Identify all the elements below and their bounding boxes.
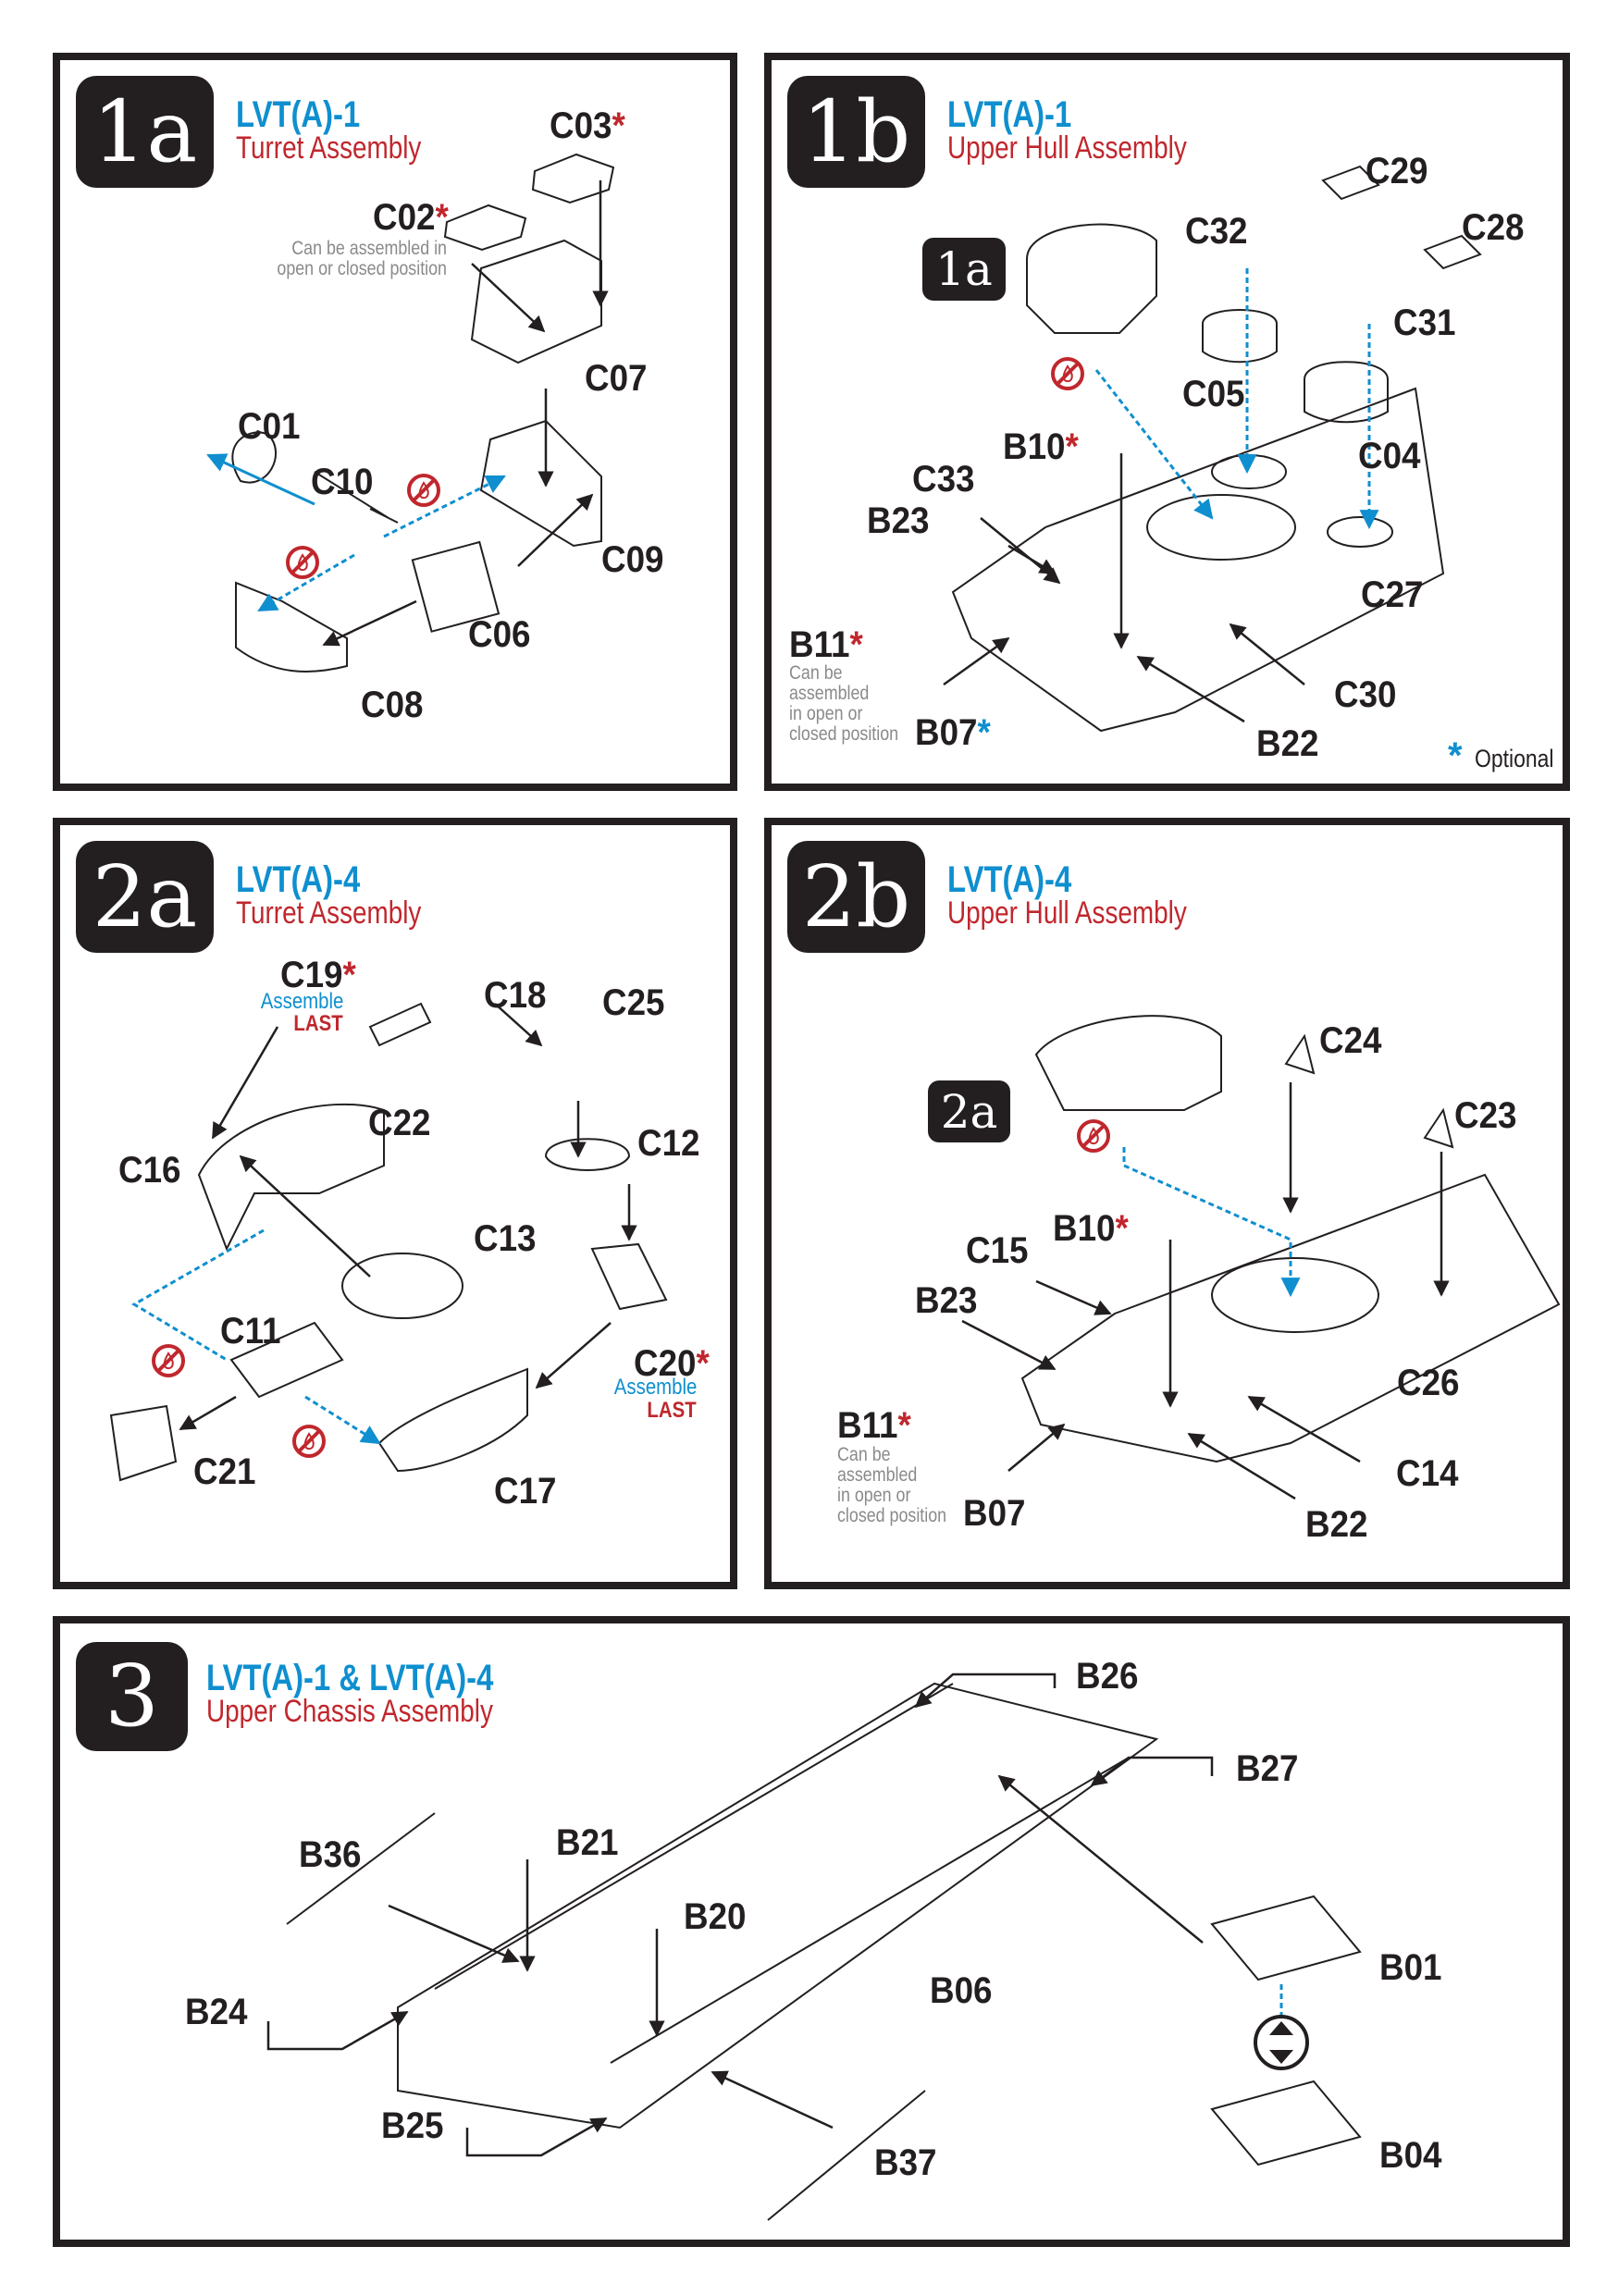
- part-label-c20: C20*: [634, 1343, 710, 1384]
- step-title: LVT(A)-1 & LVT(A)-4: [206, 1658, 494, 1698]
- part-label-b23: B23: [867, 500, 930, 541]
- part-label-b24: B24: [185, 1992, 248, 2032]
- part-label-c32: C32: [1185, 211, 1248, 252]
- part-label-c31: C31: [1393, 302, 1456, 343]
- part-label-c07: C07: [585, 358, 648, 399]
- step-badge: 2a: [76, 841, 214, 953]
- part-label-b11: B11*: [837, 1405, 911, 1446]
- optional-legend: Optional: [1475, 745, 1554, 772]
- part-label-c01: C01: [238, 406, 301, 447]
- step-subtitle: Turret Assembly: [236, 895, 422, 931]
- reference-badge: 1a: [922, 238, 1006, 301]
- part-label-b27: B27: [1236, 1748, 1299, 1789]
- part-label-c23: C23: [1454, 1095, 1517, 1136]
- part-label-c04: C04: [1358, 436, 1421, 476]
- step-title: LVT(A)-4: [947, 859, 1072, 900]
- part-label-c28: C28: [1462, 207, 1525, 248]
- part-label-b37: B37: [874, 2142, 937, 2183]
- part-label-b20: B20: [684, 1896, 747, 1937]
- part-label-c10: C10: [311, 462, 374, 502]
- part-label-b22: B22: [1305, 1504, 1368, 1545]
- part-label-c02: C02*: [373, 197, 449, 238]
- part-label-c08: C08: [361, 685, 424, 725]
- part-label-c25: C25: [602, 982, 665, 1023]
- part-label-b07: B07*: [915, 712, 991, 753]
- part-label-c13: C13: [474, 1218, 537, 1259]
- step-badge: 3: [76, 1642, 188, 1751]
- part-label-c30: C30: [1334, 674, 1397, 715]
- step-subtitle: Upper Hull Assembly: [947, 130, 1187, 166]
- part-label-c17: C17: [494, 1471, 557, 1512]
- part-label-c09: C09: [601, 539, 664, 580]
- part-label-b07: B07: [963, 1493, 1026, 1534]
- part-label-c24: C24: [1319, 1020, 1382, 1061]
- part-label-b01: B01: [1379, 1947, 1442, 1988]
- part-label-c03: C03*: [550, 105, 625, 146]
- part-label-b23: B23: [915, 1280, 978, 1321]
- part-label-b10: B10*: [1053, 1208, 1129, 1249]
- step-title: LVT(A)-4: [236, 859, 361, 900]
- step-subtitle: Upper Hull Assembly: [947, 895, 1187, 931]
- step-badge: 1b: [787, 76, 925, 188]
- step-subtitle: Turret Assembly: [236, 130, 422, 166]
- part-label-b22: B22: [1256, 723, 1319, 764]
- part-label-c21: C21: [193, 1451, 256, 1492]
- part-label-b10: B10*: [1003, 426, 1079, 467]
- part-label-c29: C29: [1366, 151, 1428, 191]
- reference-badge: 2a: [928, 1080, 1010, 1142]
- step-subtitle: Upper Chassis Assembly: [206, 1694, 493, 1729]
- part-label-c27: C27: [1361, 574, 1424, 615]
- part-label-b04: B04: [1379, 2135, 1442, 2176]
- step-badge: 1a: [76, 76, 214, 188]
- step-title: LVT(A)-1: [236, 94, 361, 135]
- part-label-c26: C26: [1397, 1363, 1460, 1403]
- assemble-note: Assemble: [613, 1375, 697, 1400]
- part-label-c06: C06: [468, 614, 531, 655]
- part-label-c33: C33: [912, 459, 975, 500]
- part-label-c15: C15: [966, 1230, 1029, 1271]
- step-badge: 2b: [787, 841, 925, 953]
- part-label-b21: B21: [556, 1822, 619, 1863]
- part-label-c19: C19*: [280, 955, 356, 995]
- step-title: LVT(A)-1: [947, 94, 1072, 135]
- part-label-c22: C22: [368, 1103, 431, 1143]
- last-note: LAST: [647, 1398, 697, 1423]
- part-label-b25: B25: [381, 2105, 444, 2146]
- part-label-b26: B26: [1076, 1656, 1139, 1697]
- part-label-b06: B06: [930, 1970, 993, 2011]
- part-label-c11: C11: [220, 1311, 281, 1352]
- assemble-note: Assemble: [260, 989, 343, 1014]
- part-label-c16: C16: [118, 1150, 181, 1191]
- part-label-c14: C14: [1396, 1453, 1459, 1494]
- part-label-c18: C18: [484, 975, 547, 1016]
- last-note: LAST: [293, 1011, 343, 1036]
- part-label-c05: C05: [1182, 374, 1245, 414]
- part-label-b11: B11*: [789, 624, 863, 665]
- part-label-c12: C12: [637, 1123, 700, 1164]
- part-label-b36: B36: [299, 1834, 362, 1875]
